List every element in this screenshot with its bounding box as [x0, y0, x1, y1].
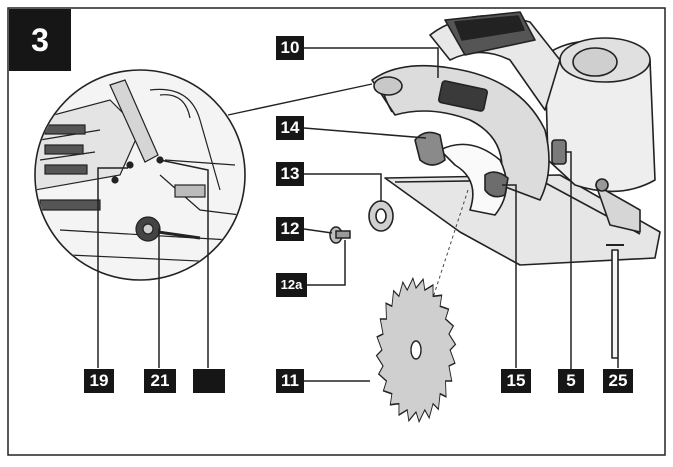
blade-guard	[371, 64, 550, 201]
diagram-frame	[7, 7, 666, 456]
callout-13: 13	[276, 162, 304, 186]
hex-key	[611, 249, 619, 359]
callout-5: 5	[558, 369, 584, 393]
leader-lines	[97, 47, 619, 382]
front-guide	[595, 184, 641, 233]
callout-25: 25	[603, 369, 633, 393]
callout-14: 14	[276, 116, 304, 140]
guard-brand-plate	[437, 80, 489, 112]
magnified-detail	[34, 69, 246, 281]
callout-19: 19	[84, 369, 114, 393]
blade-screw	[329, 226, 351, 244]
callout-11: 11	[276, 369, 304, 393]
callout-22	[193, 369, 225, 393]
lever-part	[484, 171, 509, 198]
callout-10: 10	[276, 36, 304, 60]
saw-blade-arbor-hole	[410, 340, 422, 360]
figure-number: 3	[9, 9, 71, 71]
callout-21: 21	[144, 369, 176, 393]
saw-blade	[375, 276, 457, 424]
bevel-knob	[551, 139, 567, 165]
callout-12a: 12a	[276, 273, 307, 297]
spindle-lock-button	[414, 131, 446, 166]
saw-base-plate	[384, 174, 661, 266]
callout-15: 15	[501, 369, 531, 393]
outer-flange	[368, 200, 394, 232]
circular-saw-illustration	[371, 11, 661, 359]
callout-12: 12	[276, 217, 304, 241]
